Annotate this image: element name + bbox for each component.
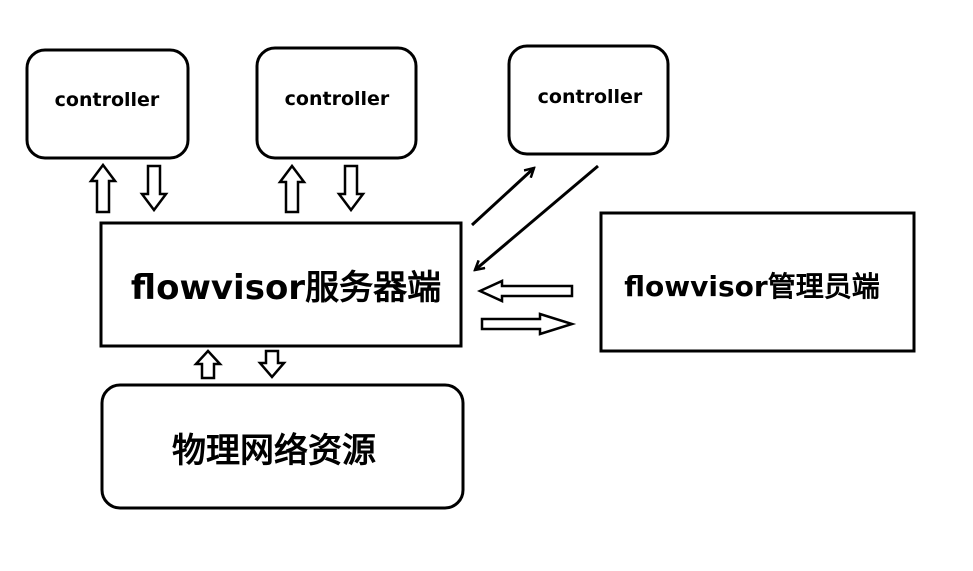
arrow-server-to-controller-1	[88, 162, 118, 214]
arrow-server-to-admin	[480, 312, 577, 336]
arrow-controller-1-to-server	[139, 164, 169, 213]
arrow-server-to-controller-2	[277, 163, 307, 214]
controller-2-label: controller	[285, 88, 390, 110]
arrow-controller-2-to-server	[336, 164, 366, 213]
arrow-server-to-controller-3	[470, 168, 534, 227]
admin-label: flowvisor管理员端	[624, 270, 879, 303]
arrow-server-to-resources	[257, 349, 287, 379]
controller-node-2: controller	[255, 46, 418, 160]
flowvisor-admin-node: flowvisor管理员端	[599, 211, 916, 353]
controller-node-3: controller	[507, 44, 670, 156]
arrow-resources-to-server	[193, 349, 223, 380]
controller-1-label: controller	[55, 89, 160, 111]
server-label: flowvisor服务器端	[131, 268, 441, 308]
resources-label: 物理网络资源	[172, 431, 376, 471]
controller-node-1: controller	[25, 48, 190, 160]
controller-3-label: controller	[538, 86, 643, 108]
arrow-admin-to-server	[476, 279, 574, 303]
flowvisor-server-node: flowvisor服务器端	[99, 221, 463, 348]
physical-resources-node: 物理网络资源	[100, 383, 465, 510]
arrow-controller-3-to-server	[475, 164, 599, 270]
